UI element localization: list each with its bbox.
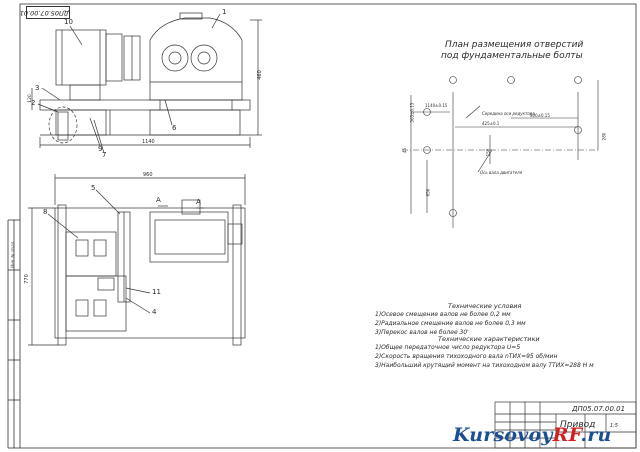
top-view	[28, 174, 246, 346]
front-view	[31, 12, 262, 154]
callout-11: 11	[152, 288, 161, 296]
callout-7: 7	[102, 151, 107, 159]
plan-dim-565: 565±0.15	[409, 102, 415, 123]
callout-2: 2	[31, 99, 36, 107]
callout-3: 3	[35, 84, 40, 92]
title-block-name: Привод	[560, 420, 596, 430]
plan-dim-150: 150	[485, 148, 491, 157]
dim-460: 460	[256, 70, 263, 80]
callout-8: 8	[43, 208, 48, 216]
axis-reducer-label: Середина оси редуктора	[482, 111, 535, 116]
dim-960: 960	[143, 172, 153, 178]
tech-chars-heading: Технические характеристики	[438, 335, 540, 343]
callout-4: 4	[152, 308, 157, 316]
tech-condition-3: 3)Перекос валов не более 30'	[375, 329, 469, 336]
plan-title-line2: под фундаментальные болты	[441, 51, 583, 61]
section-mark-left: А	[156, 196, 161, 204]
title-block	[494, 401, 637, 449]
tech-char-2: 2)Скорость вращения тихоходного вала nTИ…	[375, 353, 558, 360]
callout-6: 6	[172, 124, 177, 132]
watermark-part3: .ru	[580, 424, 612, 446]
section-mark-right: А	[196, 198, 201, 206]
tech-char-1: 1)Общее передаточное число редуктора U=5	[375, 344, 521, 351]
tech-condition-1: 1)Осевое смещение валов не более 0,2 мм	[375, 311, 511, 318]
title-block-scale: 1:5	[610, 423, 619, 429]
plan-dim-1140: 1140±0.15	[425, 103, 448, 108]
watermark-part2: RF	[552, 424, 581, 446]
dim-1140: 1140	[142, 139, 155, 145]
dim-120: 120	[27, 94, 33, 103]
tech-conditions-heading: Технические условия	[448, 302, 522, 310]
watermark-part1: Kursovoy	[453, 424, 553, 446]
tech-char-3: 3)Наибольший крутящий момент на тихоходн…	[375, 362, 594, 369]
callout-10: 10	[64, 18, 73, 26]
callout-9: 9	[98, 145, 103, 153]
plan-dim-425: 425±0.1	[482, 121, 500, 126]
watermark-logo: KursovoyRF.ru	[453, 424, 611, 446]
foundation-plan	[402, 76, 600, 228]
sheet-frame	[7, 3, 637, 449]
callout-5: 5	[91, 184, 96, 192]
plan-title-line1: План размещения отверстий	[445, 40, 584, 50]
dim-770: 770	[23, 274, 30, 284]
axis-motor-label: Ось вала двигателя	[480, 170, 523, 175]
plan-dim-650: 650	[425, 188, 431, 197]
side-label: Инв. № подл.	[10, 240, 15, 268]
title-block-designation: ДП05.07.00.01	[572, 405, 626, 413]
tech-condition-2: 2)Радиальное смещение валов не более 0,3…	[375, 320, 526, 327]
callout-1: 1	[222, 8, 227, 16]
plan-dim-45: 45	[402, 147, 408, 154]
plan-dim-280: 280	[601, 132, 607, 141]
plan-dim-300: 300±0.15	[530, 113, 550, 118]
